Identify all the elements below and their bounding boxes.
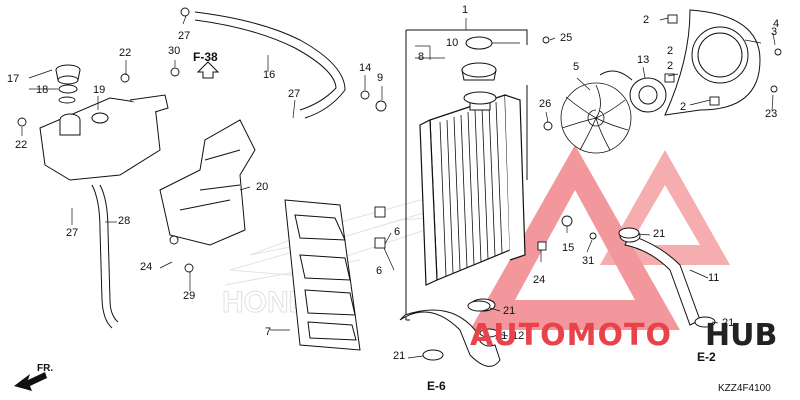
callout-20: 20	[256, 181, 269, 193]
radiator-guard	[284, 199, 361, 351]
callout-18: 18	[36, 84, 49, 96]
callout-7: 7	[265, 326, 272, 338]
radiator	[419, 94, 526, 286]
ref-e2: E-2	[697, 350, 716, 364]
callout-2b: 2	[667, 45, 674, 57]
mounting-bracket	[159, 119, 256, 246]
callout-17: 17	[7, 73, 20, 85]
callout-2a: 2	[643, 14, 650, 26]
reserve-tank	[39, 94, 169, 181]
f38-arrow	[196, 61, 220, 79]
ref-front: FR.	[37, 363, 54, 374]
callout-23: 23	[765, 108, 778, 120]
callout-4: 4	[773, 18, 780, 30]
callout-21b: 21	[503, 305, 516, 317]
callout-19: 19	[93, 84, 106, 96]
callout-27c: 27	[66, 227, 79, 239]
callout-30: 30	[168, 45, 181, 57]
fan-shroud	[664, 9, 761, 116]
callout-22a: 22	[119, 47, 132, 59]
callout-12: 12	[512, 330, 525, 342]
callout-26: 26	[539, 98, 552, 110]
callout-1: 1	[462, 4, 469, 16]
overflow-hose	[194, 11, 346, 119]
callout-9: 9	[377, 72, 384, 84]
fasteners	[17, 7, 782, 273]
callout-25: 25	[560, 32, 573, 44]
diagram-code: KZZ4F4100	[718, 383, 771, 394]
ref-f38: F-38	[193, 50, 218, 64]
callout-22b: 22	[15, 139, 28, 151]
leader-lines	[21, 15, 776, 359]
ref-e6: E-6	[427, 379, 446, 393]
drain-hose	[91, 184, 119, 329]
callout-3: 3	[771, 26, 778, 38]
callout-13: 13	[637, 54, 650, 66]
callout-21c: 21	[722, 317, 735, 329]
tank-cap	[55, 64, 81, 94]
front-arrow	[14, 372, 47, 391]
callout-14: 14	[359, 62, 372, 74]
callout-11: 11	[708, 272, 720, 284]
callout-21a: 21	[653, 228, 666, 240]
callout-27b: 27	[288, 88, 301, 100]
callout-31: 31	[582, 255, 595, 267]
callout-6b: 6	[376, 265, 383, 277]
callout-16: 16	[263, 69, 276, 81]
callout-27a: 27	[178, 30, 191, 42]
callout-10: 10	[446, 37, 459, 49]
callout-2c: 2	[667, 60, 674, 72]
callout-21e: 21	[495, 330, 508, 342]
callout-5: 5	[573, 61, 580, 73]
watermark-hub: HUB	[705, 318, 778, 353]
callout-29: 29	[183, 290, 196, 302]
radiator-cap	[461, 36, 497, 111]
callout-21d: 21	[393, 350, 406, 362]
radiator-assembly-box	[405, 29, 528, 321]
watermark-automoto: AUTOMOTO	[470, 318, 672, 353]
hose-clamps	[422, 227, 716, 361]
cooling-fan	[560, 82, 632, 154]
fan-motor	[599, 70, 667, 113]
callout-15: 15	[562, 242, 575, 254]
callout-6a: 6	[394, 226, 401, 238]
callout-2d: 2	[680, 101, 687, 113]
callout-28: 28	[118, 215, 131, 227]
callout-24b: 24	[533, 274, 546, 286]
callout-8: 8	[418, 51, 425, 63]
callout-24a: 24	[140, 261, 153, 273]
